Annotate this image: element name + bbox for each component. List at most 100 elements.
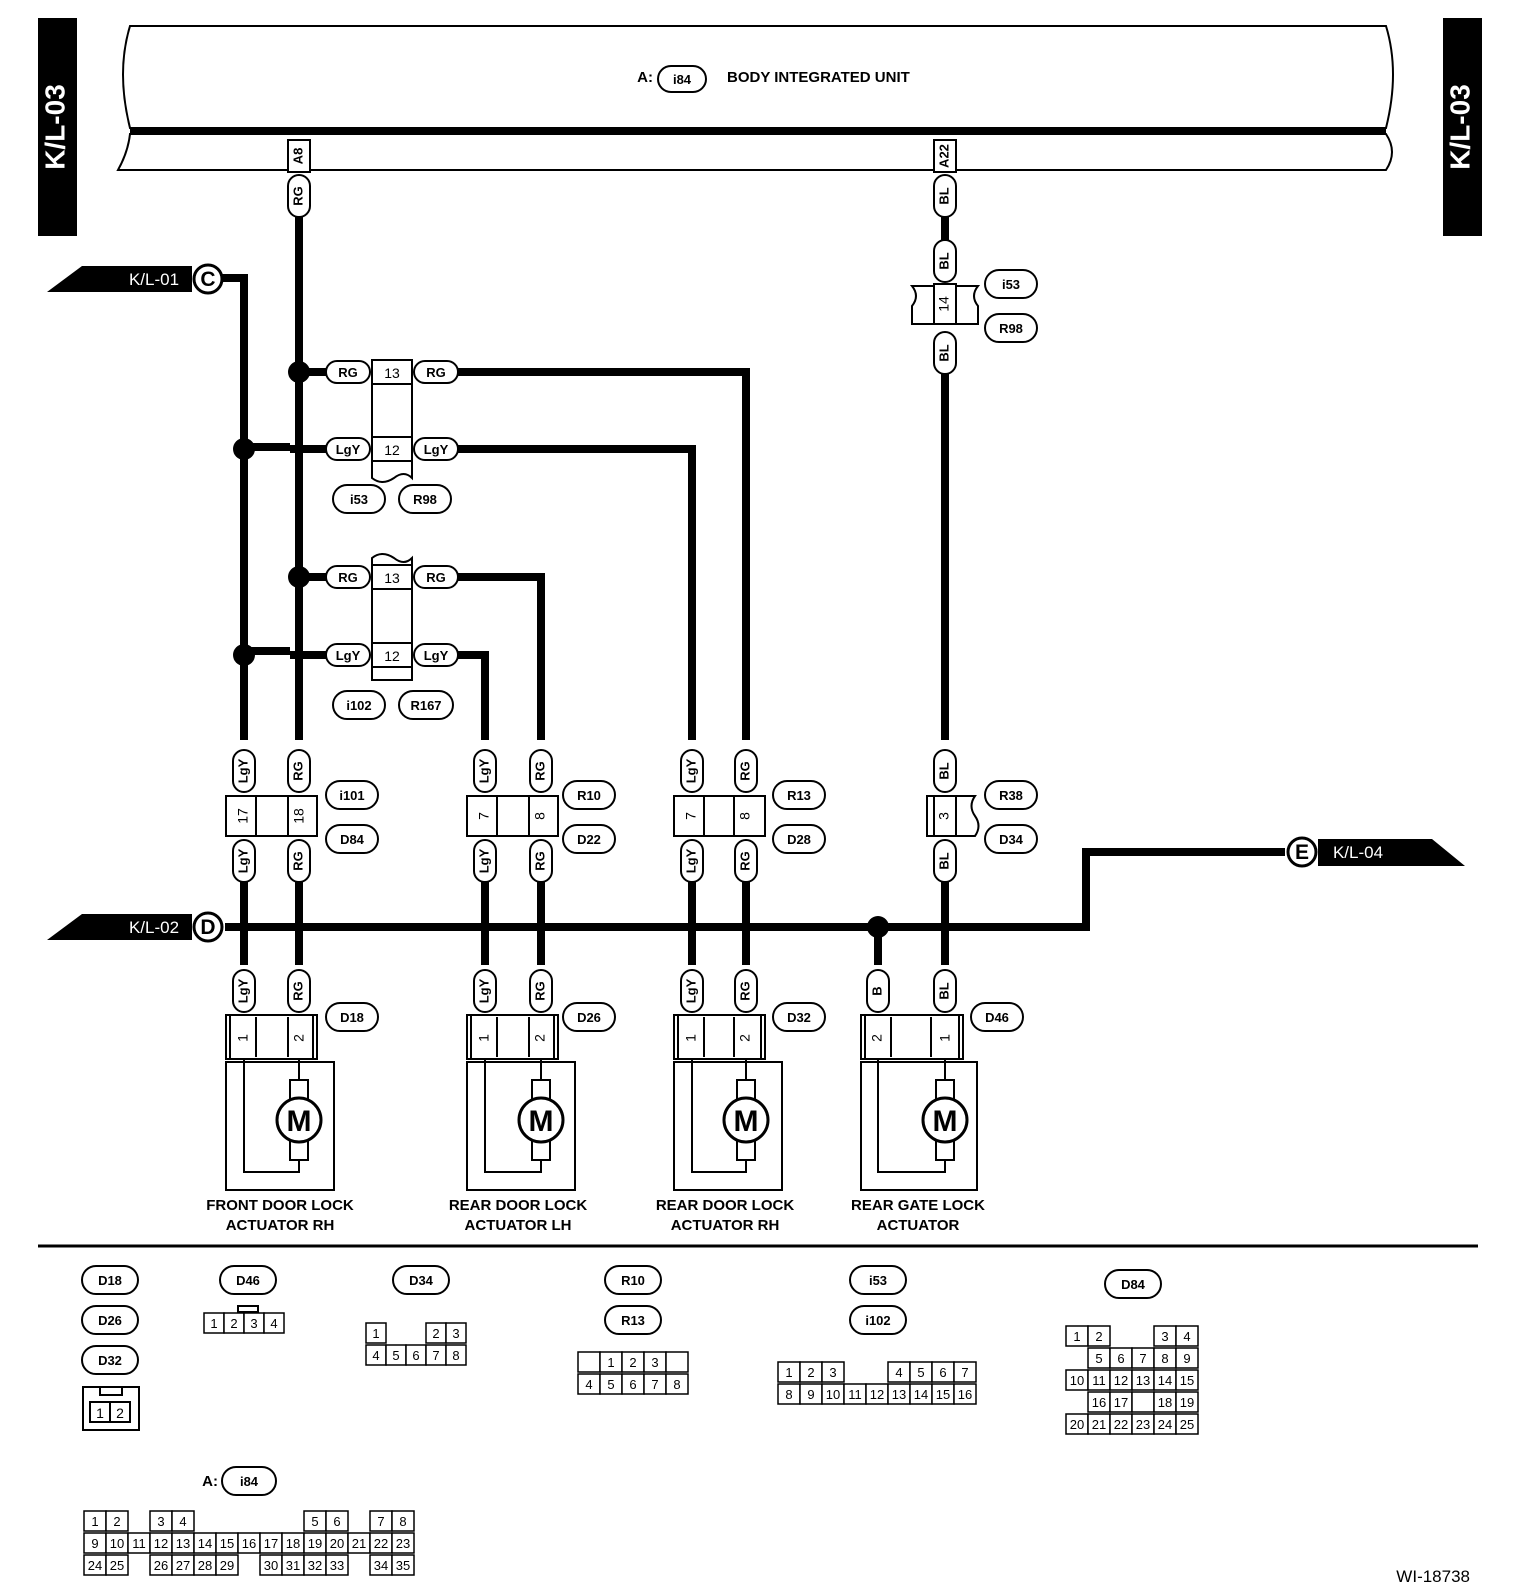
- offpage-kl01-label: K/L-01: [129, 270, 179, 289]
- tag-rg-d18: RG: [290, 981, 305, 1001]
- d84-pin-label: 21: [1092, 1417, 1106, 1432]
- d34-pin-label: 2: [432, 1326, 439, 1341]
- i84-pin-label: 31: [286, 1558, 300, 1573]
- legend-d18-pin1: 1: [96, 1405, 104, 1421]
- tag-b-d46: B: [869, 986, 884, 995]
- connector-i53-r98-pin14: 14 i53 R98: [909, 269, 1038, 343]
- page-ref-right-label: K/L-03: [1444, 84, 1475, 170]
- conn-d26: D26: [577, 1010, 601, 1025]
- i53-pin-label: 10: [826, 1387, 840, 1402]
- d46-pin-label: 4: [270, 1316, 277, 1331]
- actuator-rear-door-rh: LgY RG 1 2 D32 M REAR DOOR LOCK ACTUATOR…: [656, 969, 826, 1234]
- i84-pin-label: 26: [154, 1558, 168, 1573]
- actuator-1-line1: FRONT DOOR LOCK: [206, 1197, 354, 1214]
- r10-pin-label: 7: [651, 1377, 658, 1392]
- i53-cell: [821, 1361, 845, 1383]
- legend-d18-d26-d32: D18 D26 D32 1 2: [81, 1265, 140, 1431]
- tag-lgy-7b-top: LgY: [683, 758, 698, 783]
- i84-pin-label: 34: [374, 1558, 388, 1573]
- offpage-kl04: E K/L-04: [1286, 836, 1465, 868]
- i84-pin-label: 29: [220, 1558, 234, 1573]
- d34-cell: [445, 1344, 467, 1366]
- r10-pin-label: 4: [585, 1377, 592, 1392]
- i84-pin-label: 10: [110, 1536, 124, 1551]
- i84-pin-label: 1: [91, 1514, 98, 1529]
- motor-symbol-3: M: [734, 1105, 759, 1138]
- tag-lgy-7b-bottom: LgY: [683, 848, 698, 873]
- i84-pin-label: 22: [374, 1536, 388, 1551]
- actuator-front-door-rh: LgY RG 1 2 D18 M FRONT DOOR LOCK ACTUATO…: [206, 969, 379, 1234]
- i84-cell: [391, 1532, 415, 1554]
- d46-pin-label: 1: [210, 1316, 217, 1331]
- tag-rg-18-top: RG: [290, 761, 305, 781]
- tag-lgy-12b-right: LgY: [424, 648, 449, 663]
- conn-d84: D84: [340, 832, 365, 847]
- legend-d32: D32: [98, 1353, 122, 1368]
- i84-pin-label: 28: [198, 1558, 212, 1573]
- page-ref-right: K/L-03: [1443, 18, 1482, 236]
- d84-pin-label: 16: [1092, 1395, 1106, 1410]
- r10-pin-label: 6: [629, 1377, 636, 1392]
- conn-r10: R10: [577, 788, 601, 803]
- legend-d26: D26: [98, 1313, 122, 1328]
- d84-pin-label: 5: [1095, 1351, 1102, 1366]
- i84-cell: [325, 1554, 349, 1576]
- legend-d18: D18: [98, 1273, 122, 1288]
- d84-pin-label: 15: [1180, 1373, 1194, 1388]
- d84-cell: [1175, 1391, 1199, 1413]
- connector-i53-r98: 13 12 RG RG LgY LgY i53 R98: [290, 359, 478, 514]
- i53-pin-label: 5: [917, 1365, 924, 1380]
- i84-pin-label: 14: [198, 1536, 212, 1551]
- i84-pin-label: 23: [396, 1536, 410, 1551]
- i84-pin-label: 3: [157, 1514, 164, 1529]
- motor-symbol-1: M: [287, 1105, 312, 1138]
- i53-pin-label: 16: [958, 1387, 972, 1402]
- page-ref-left-label: K/L-03: [39, 84, 70, 170]
- d84-pin-label: 18: [1158, 1395, 1172, 1410]
- pin-7-a: 7: [476, 812, 492, 820]
- actuator-4-line2: ACTUATOR: [877, 1217, 960, 1234]
- unit-prefix: A:: [637, 69, 653, 86]
- d34-pin-label: 3: [452, 1326, 459, 1341]
- tag-bl-3-top: BL: [936, 762, 951, 779]
- pin-13-a: 13: [384, 365, 400, 381]
- offpage-d-letter: D: [200, 916, 215, 939]
- unit-connector: i84: [673, 72, 692, 87]
- tag-rg-13a-right: RG: [426, 365, 446, 380]
- tag-rg-8b-bottom: RG: [737, 851, 752, 871]
- offpage-kl04-label: K/L-04: [1333, 843, 1383, 862]
- motor-symbol-2: M: [529, 1105, 554, 1138]
- d84-pin-label: 23: [1136, 1417, 1150, 1432]
- d84-cell: [1087, 1325, 1111, 1347]
- r10-cell: [577, 1351, 601, 1373]
- r10-pin-label: 8: [673, 1377, 680, 1392]
- r10-cell: [665, 1351, 689, 1373]
- i84-cell: [391, 1554, 415, 1576]
- i53-pin-label: 2: [807, 1365, 814, 1380]
- i53-cell: [953, 1383, 977, 1405]
- conn-r98-top: R98: [999, 321, 1023, 336]
- d84-cell: [1175, 1369, 1199, 1391]
- i84-pin-label: 11: [132, 1536, 146, 1551]
- i53-pin-label: 12: [870, 1387, 884, 1402]
- i53-pin-label: 11: [848, 1387, 862, 1402]
- tag-rg-a8: RG: [290, 186, 305, 206]
- offpage-kl01: K/L-01 C: [47, 263, 224, 295]
- i84-cell: [105, 1510, 129, 1532]
- conn-d34: D34: [999, 832, 1024, 847]
- d46-pin-label: 2: [230, 1316, 237, 1331]
- d34-pin-label: 1: [372, 1326, 379, 1341]
- legend-a-prefix: A:: [202, 1473, 218, 1490]
- offpage-kl02-label: K/L-02: [129, 918, 179, 937]
- tag-bl-14-top: BL: [936, 252, 951, 269]
- body-integrated-unit: A: i84 BODY INTEGRATED UNIT: [116, 25, 1394, 171]
- conn-r98-mid: R98: [413, 492, 437, 507]
- i84-pin-label: 25: [110, 1558, 124, 1573]
- i53-pin-label: 6: [939, 1365, 946, 1380]
- i84-pin-label: 19: [308, 1536, 322, 1551]
- d34-pin-label: 6: [412, 1348, 419, 1363]
